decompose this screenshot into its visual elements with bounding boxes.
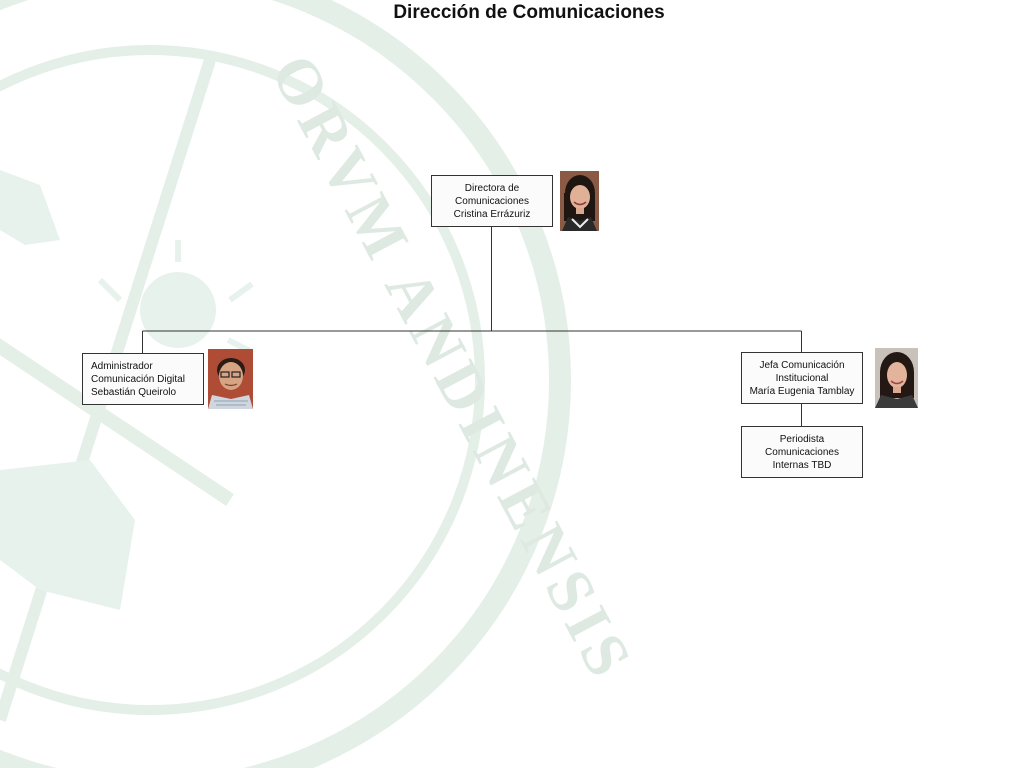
node-role: Periodista [779,433,825,445]
node-person: Cristina Errázuriz [453,208,531,220]
node-role: Institucional [775,372,829,384]
org-node-digital: Administrador Comunicación Digital Sebas… [82,353,204,405]
node-person: Internas TBD [772,459,832,471]
node-role: Directora de [464,182,520,194]
node-person: María Eugenia Tamblay [749,385,855,397]
org-node-periodista: Periodista Comunicaciones Internas TBD [741,426,863,478]
person-photo-digital [208,349,253,409]
node-role: Jefa Comunicación [759,359,845,371]
node-role: Administrador [91,360,153,372]
page-title: Dirección de Comunicaciones [393,2,665,23]
org-node-institucional: Jefa Comunicación Institucional María Eu… [741,352,863,404]
person-photo-institucional [875,348,918,408]
node-role: Comunicaciones [765,446,839,458]
node-role: Comunicaciones [455,195,529,207]
node-person: Sebastián Queirolo [91,386,177,398]
org-node-director: Directora de Comunicaciones Cristina Err… [431,175,553,227]
node-role: Comunicación Digital [91,373,185,385]
person-photo-director [560,171,599,231]
